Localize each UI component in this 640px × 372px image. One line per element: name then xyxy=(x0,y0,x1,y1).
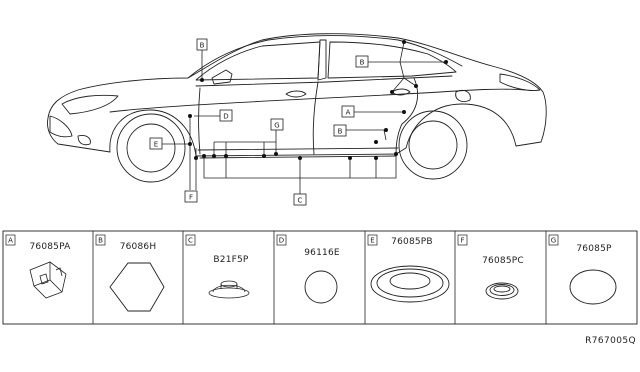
callout-dots xyxy=(188,40,448,160)
car-front-door-handle xyxy=(285,90,307,98)
car-rear-hub xyxy=(408,120,458,170)
legend-cell-g: G 76085P xyxy=(548,234,617,305)
svg-text:C: C xyxy=(298,197,303,205)
leader-lines xyxy=(162,41,446,194)
svg-text:E: E xyxy=(370,237,374,245)
legend-cell-f: F 76085PC xyxy=(457,234,524,300)
car-middle-door xyxy=(312,81,319,155)
svg-text:F: F xyxy=(189,194,193,202)
svg-text:D: D xyxy=(223,113,228,121)
svg-text:F: F xyxy=(460,237,464,245)
large-grommet-icon xyxy=(370,265,450,303)
car-character-line xyxy=(109,88,527,113)
round-seal-icon xyxy=(304,270,338,304)
part-code-76085pa: 76085PA xyxy=(29,242,71,252)
car-body-outline xyxy=(47,33,547,157)
svg-text:C: C xyxy=(188,237,193,245)
car-belt-line xyxy=(195,75,453,87)
car-front-wheel xyxy=(116,113,186,183)
part-code-76085pc: 76085PC xyxy=(482,256,524,266)
car-rear-window xyxy=(327,41,457,79)
car-b-pillar xyxy=(317,39,327,81)
svg-text:B: B xyxy=(98,237,103,245)
callout-front-d: D xyxy=(219,109,233,122)
car-tail-light xyxy=(499,73,541,91)
svg-text:G: G xyxy=(551,237,556,245)
diagram-reference-code: R767005Q xyxy=(585,336,636,346)
car-front-hub xyxy=(126,123,176,173)
car-fog-light xyxy=(77,135,91,146)
car-roof-line xyxy=(187,35,463,79)
car-front-door xyxy=(198,87,201,155)
part-code-b21f5p: B21F5P xyxy=(213,255,249,265)
legend-cell-a: A 76085PA xyxy=(5,234,71,299)
svg-text:B: B xyxy=(200,42,205,50)
callout-top-b: B xyxy=(196,38,208,51)
callout-bottom-c: C xyxy=(293,193,307,206)
svg-text:A: A xyxy=(8,237,13,245)
parts-legend: A 76085PA B 76086H C B21F5P xyxy=(2,230,638,325)
legend-cell-c: C B21F5P xyxy=(185,234,250,299)
part-code-76086h: 76086H xyxy=(120,242,157,252)
part-code-96116e: 96116E xyxy=(304,248,340,258)
car-rear-wheel xyxy=(398,110,468,180)
car-sill xyxy=(197,147,399,159)
callout-mid-b: B xyxy=(333,124,347,137)
hexagon-plug-icon xyxy=(109,262,165,312)
grommet-cap-icon xyxy=(208,280,250,299)
callout-bottom-f: F xyxy=(184,190,198,203)
oval-plug-icon xyxy=(569,269,617,305)
legend-cell-b: B 76086H xyxy=(95,234,165,312)
car-windshield xyxy=(195,41,321,81)
svg-text:G: G xyxy=(274,122,279,130)
car-grille xyxy=(49,115,73,138)
callout-front-e: E xyxy=(149,137,163,150)
legend-frame xyxy=(2,230,638,325)
part-code-76085pb: 76085PB xyxy=(391,237,433,247)
callout-labels: B B A B D E G F xyxy=(149,38,369,206)
car-rear-door xyxy=(395,77,419,155)
svg-text:B: B xyxy=(338,128,343,136)
small-grommet-icon xyxy=(485,282,519,300)
callout-rear-b: B xyxy=(355,55,369,68)
car-fuel-door xyxy=(455,89,471,103)
svg-text:B: B xyxy=(360,59,365,67)
car-headlight xyxy=(61,94,119,115)
svg-text:D: D xyxy=(279,237,284,245)
svg-text:A: A xyxy=(346,109,351,117)
callout-mid-a: A xyxy=(341,105,355,118)
legend-cell-d: D 96116E xyxy=(276,234,340,304)
callout-low-g: G xyxy=(270,118,284,131)
svg-text:E: E xyxy=(154,141,158,149)
clip-part-icon xyxy=(29,261,67,299)
car-illustration xyxy=(47,33,547,183)
part-code-76085p: 76085P xyxy=(576,244,612,254)
car-side-mirror xyxy=(211,69,233,85)
legend-cell-e: E 76085PB xyxy=(367,234,450,303)
